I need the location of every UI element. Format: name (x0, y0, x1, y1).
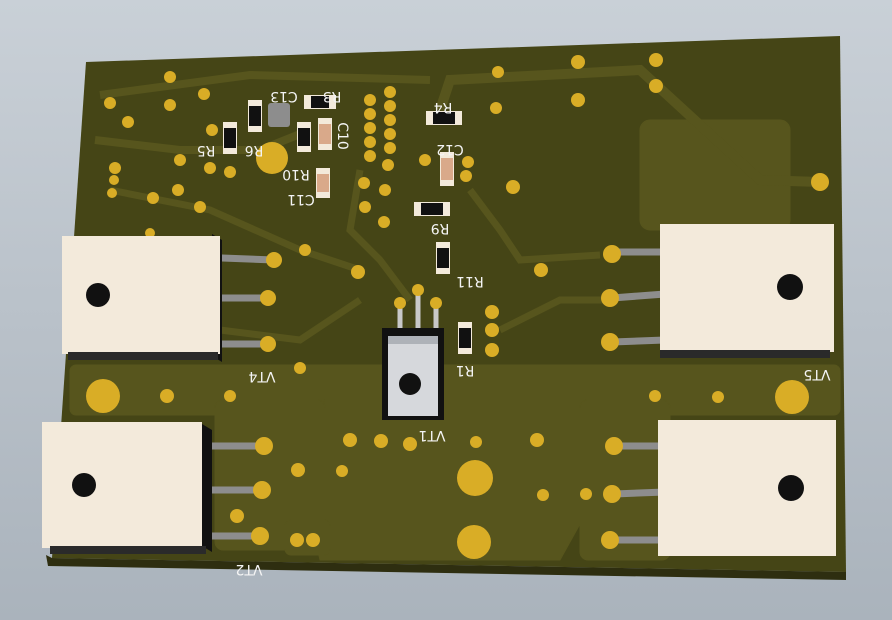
label-c12: C12 (436, 141, 464, 157)
transistor-vt3 (601, 420, 836, 556)
resistor-r3 (304, 95, 336, 109)
label-r9: R9 (431, 220, 450, 236)
label-vt2: VT2 (235, 561, 262, 577)
silkscreen-labels: R3 C13 R4 R6 R5 C10 C12 R10 C11 R9 R11 R… (197, 88, 831, 577)
transistor-vt2 (42, 422, 273, 554)
vias (104, 53, 829, 547)
label-vt4: VT4 (248, 368, 275, 384)
resistor-r4 (426, 111, 462, 125)
mounting-hole-icon (778, 475, 804, 501)
label-c13: C13 (270, 88, 298, 104)
transistor-vt5 (601, 224, 834, 358)
transistor-vt1 (382, 284, 444, 420)
capacitor-c13 (268, 103, 290, 127)
label-r1: R1 (456, 362, 475, 378)
capacitor-c11 (316, 168, 330, 198)
resistor-r6 (248, 100, 262, 132)
label-c11: C11 (287, 191, 315, 207)
resistor-r11 (436, 242, 450, 274)
label-r10: R10 (282, 166, 310, 182)
label-r6: R6 (245, 142, 264, 158)
label-r11: R11 (456, 273, 484, 289)
mounting-hole-icon (777, 274, 803, 300)
label-r3: R3 (323, 88, 342, 104)
mounting-hole-icon (72, 473, 96, 497)
smd-components (223, 95, 472, 354)
capacitor-c10 (318, 118, 332, 150)
label-r4: R4 (434, 99, 453, 115)
transistor-vt4 (62, 234, 282, 362)
label-r5: R5 (197, 142, 216, 158)
mounting-hole-icon (86, 283, 110, 307)
label-vt5: VT5 (803, 366, 830, 382)
resistor-r9 (414, 202, 450, 216)
resistor-r1 (458, 322, 472, 354)
label-vt1: VT1 (418, 427, 445, 443)
mounting-hole-icon (399, 373, 421, 395)
capacitor-c12 (440, 152, 454, 186)
resistor-r10 (297, 122, 311, 152)
resistor-r5 (223, 122, 237, 154)
label-c10: C10 (334, 122, 350, 150)
large-pads (86, 142, 809, 559)
